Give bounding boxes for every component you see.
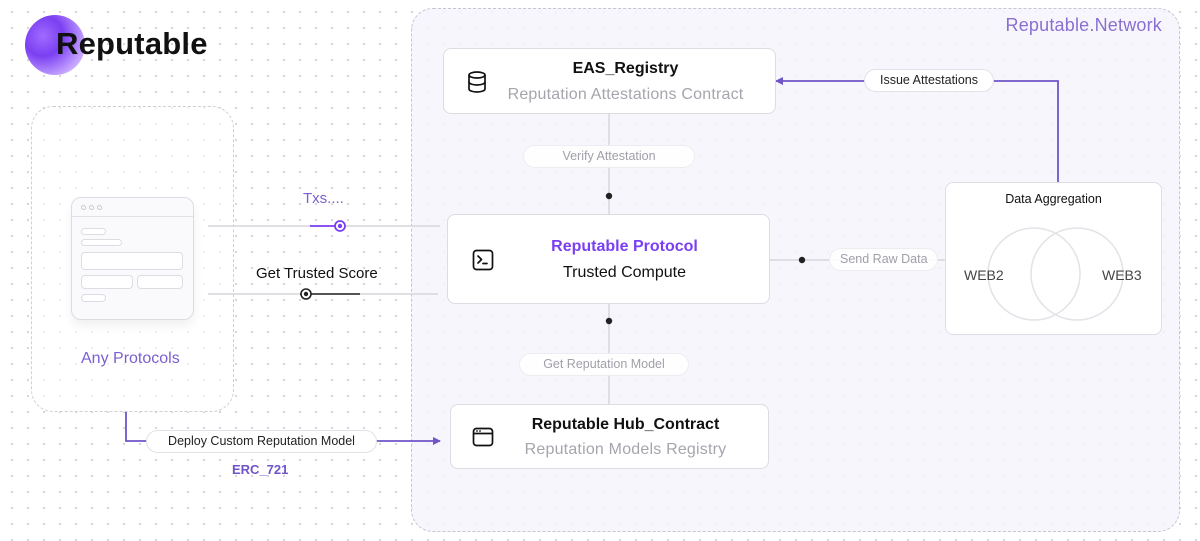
hub-contract-title: Reputable Hub_Contract [531, 416, 720, 433]
hub-contract-node[interactable]: Reputable Hub_Contract Reputation Models… [450, 404, 769, 469]
placeholder-line [81, 239, 122, 246]
terminal-icon [472, 249, 494, 271]
window-dot [81, 205, 86, 210]
erc-721-label: ERC_721 [232, 462, 289, 477]
placeholder-field [81, 252, 183, 270]
get-reputation-model-label: Get Reputation Model [519, 353, 689, 376]
window-dot [97, 205, 102, 210]
send-raw-data-dot [798, 256, 806, 264]
window-dot [89, 205, 94, 210]
reputable-protocol-node[interactable]: Reputable Protocol Trusted Compute [447, 214, 770, 304]
venn-diagram [987, 227, 1124, 321]
verify-connector-dot [605, 192, 613, 200]
protocol-title: Reputable Protocol [551, 238, 698, 255]
hub-contract-subtitle: Reputation Models Registry [524, 441, 727, 458]
web3-label: WEB3 [1102, 267, 1142, 283]
data-aggregation-title: Data Aggregation [1005, 192, 1102, 206]
txs-label: Txs.... [303, 190, 344, 207]
browser-window-icon [472, 427, 494, 447]
eas-registry-subtitle: Reputation Attestations Contract [507, 86, 744, 103]
get-model-connector-dot [605, 317, 613, 325]
verify-attestation-label: Verify Attestation [523, 145, 695, 168]
issue-attestations-connector [775, 77, 1059, 182]
brand-name: Reputable [56, 26, 208, 61]
placeholder-field [81, 275, 133, 289]
brand-logo-mark [25, 15, 85, 75]
placeholder-field [137, 275, 183, 289]
window-title-bar [72, 198, 193, 217]
placeholder-line [81, 228, 106, 235]
web2-label: WEB2 [964, 267, 1004, 283]
any-protocols-label: Any Protocols [81, 350, 180, 367]
trusted-score-connector-node-core [303, 291, 309, 297]
eas-registry-title: EAS_Registry [572, 60, 679, 77]
deploy-custom-model-label: Deploy Custom Reputation Model [146, 430, 377, 453]
placeholder-line [81, 294, 106, 302]
send-raw-data-label: Send Raw Data [829, 248, 938, 271]
eas-registry-node[interactable]: EAS_Registry Reputation Attestations Con… [443, 48, 776, 114]
issue-attestations-label: Issue Attestations [864, 69, 994, 92]
network-label: Reputable.Network [1005, 15, 1162, 35]
protocol-subtitle: Trusted Compute [562, 264, 686, 281]
get-trusted-score-label: Get Trusted Score [256, 265, 378, 282]
app-window-illustration [71, 197, 194, 320]
txs-connector-node-core [337, 223, 343, 229]
data-aggregation-node[interactable]: Data Aggregation WEB2 WEB3 [945, 182, 1162, 335]
database-icon [468, 71, 486, 93]
